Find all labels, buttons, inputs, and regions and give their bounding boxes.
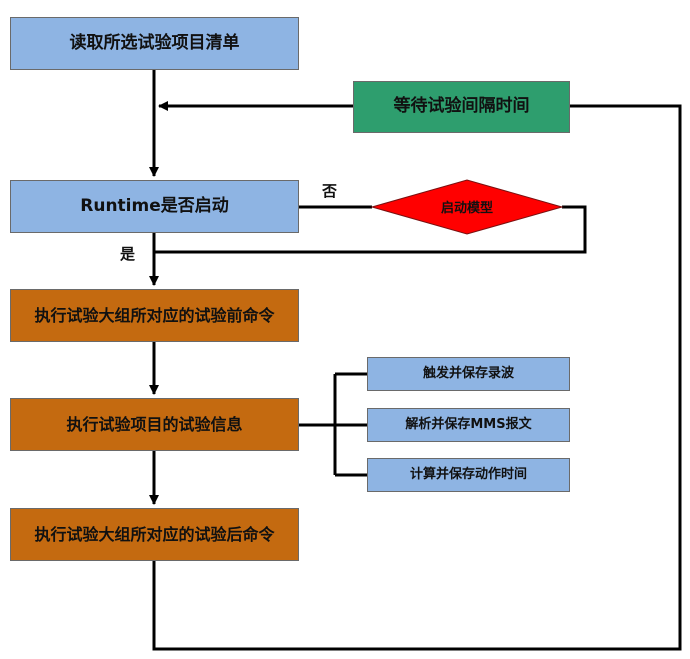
decision-diamond [370, 179, 564, 235]
pre-command-box: 执行试验大组所对应的试验前命令 [10, 289, 299, 342]
subtask-label: 解析并保存MMS报文 [405, 416, 532, 432]
line-loop-back [152, 104, 682, 651]
subtask-record-wave: 触发并保存录波 [367, 357, 570, 391]
post-command-label: 执行试验大组所对应的试验后命令 [34, 524, 275, 544]
wait-interval-box: 等待试验间隔时间 [353, 81, 570, 133]
exec-info-label: 执行试验项目的试验信息 [66, 414, 243, 434]
yes-branch-label: 是 [120, 245, 136, 263]
wait-interval-label: 等待试验间隔时间 [393, 96, 530, 117]
subtask-parse-mms: 解析并保存MMS报文 [367, 408, 570, 442]
subtask-label: 计算并保存动作时间 [409, 466, 527, 482]
runtime-check-box: Runtime是否启动 [10, 180, 299, 233]
exec-info-box: 执行试验项目的试验信息 [10, 398, 299, 451]
runtime-check-label: Runtime是否启动 [80, 195, 229, 216]
read-list-label: 读取所选试验项目清单 [69, 32, 240, 53]
read-list-box: 读取所选试验项目清单 [10, 17, 299, 70]
subtask-label: 触发并保存录波 [422, 365, 514, 381]
start-model-label: 启动模型 [440, 200, 493, 216]
subtask-calc-time: 计算并保存动作时间 [367, 458, 570, 492]
post-command-box: 执行试验大组所对应的试验后命令 [10, 508, 299, 561]
pre-command-label: 执行试验大组所对应的试验前命令 [34, 305, 275, 325]
line-diamond-return [154, 205, 587, 254]
no-branch-label: 否 [322, 182, 338, 200]
